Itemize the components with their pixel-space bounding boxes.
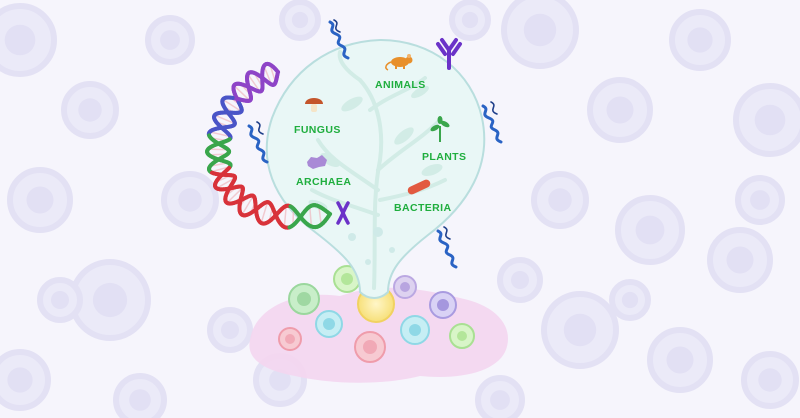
dna-base-pair xyxy=(226,187,244,204)
dna-base-pair xyxy=(260,201,269,224)
bacterium-icon xyxy=(407,179,431,195)
background-cell-nucleus xyxy=(51,291,69,309)
dna-base-pair xyxy=(318,206,322,225)
dna-base-pair xyxy=(241,195,254,216)
background-cell-nucleus xyxy=(758,368,782,392)
mushroom-icon xyxy=(305,98,323,112)
protein-icon-left xyxy=(247,121,269,164)
background-cell-nucleus xyxy=(26,186,54,214)
dna-base-pair xyxy=(209,131,231,138)
background-cell-nucleus xyxy=(635,215,665,245)
mouse-icon xyxy=(385,54,413,71)
protein-icon-bottom xyxy=(436,226,458,269)
cell-green-3 xyxy=(449,323,475,349)
background-cell-nucleus xyxy=(726,246,754,274)
cell-cyan-2 xyxy=(400,315,430,345)
dna-base-pair xyxy=(233,85,251,102)
background-cell-nucleus xyxy=(548,188,572,212)
label-plants: PLANTS xyxy=(422,151,466,163)
dna-base-pair xyxy=(283,205,287,228)
cell-purple-1 xyxy=(393,275,417,299)
background-cell-nucleus xyxy=(666,346,694,374)
dna-base-pair xyxy=(263,65,273,85)
protein-icon-top xyxy=(328,19,350,60)
background-cell-nucleus xyxy=(563,313,597,347)
cell-purple-2 xyxy=(429,291,457,319)
background-cell-nucleus xyxy=(7,367,33,393)
background-cell-nucleus xyxy=(490,390,510,410)
dna-base-pair xyxy=(216,177,236,189)
label-fungus: FUNGUS xyxy=(294,124,341,136)
background-cell-nucleus xyxy=(523,13,557,47)
antibody-icon xyxy=(436,38,462,70)
background-cell-nucleus xyxy=(750,190,770,210)
background-cell-nucleus xyxy=(92,282,128,318)
archaea-cell-icon xyxy=(307,155,327,169)
background-cell-nucleus xyxy=(129,389,151,411)
protein-icon-right xyxy=(481,101,503,144)
background-cell-nucleus xyxy=(687,27,713,53)
background-cell-nucleus xyxy=(621,291,639,309)
dna-base-pair xyxy=(214,114,236,125)
dna-base-pair xyxy=(247,73,261,92)
cell-pink-1 xyxy=(278,327,302,351)
dna-strand-b xyxy=(326,212,332,219)
chromosome-icon xyxy=(336,201,350,225)
label-animals: ANIMALS xyxy=(375,79,426,91)
label-archaea: ARCHAEA xyxy=(296,176,351,188)
background-cell-nucleus xyxy=(291,11,309,29)
background-cell-nucleus xyxy=(178,188,202,212)
dna-base-pair xyxy=(222,98,242,113)
dna-base-pair xyxy=(309,206,313,227)
cell-pink-2 xyxy=(354,331,386,363)
background-cell-nucleus xyxy=(511,271,529,289)
background-cell-nucleus xyxy=(160,30,180,50)
bubble-droplets xyxy=(348,227,395,265)
background-cell-nucleus xyxy=(78,98,102,122)
background-cell-nucleus xyxy=(606,96,634,124)
cell-green-1 xyxy=(288,283,320,315)
cell-cyan-1 xyxy=(315,310,343,338)
background-cell-nucleus xyxy=(754,104,786,136)
background-cell-nucleus xyxy=(221,321,239,339)
background-cell-nucleus xyxy=(4,24,36,56)
sprout-icon xyxy=(430,116,450,142)
dna-helix-icon xyxy=(205,61,332,230)
cell-cluster xyxy=(278,265,475,363)
label-bacteria: BACTERIA xyxy=(394,202,451,214)
background-cell-nucleus xyxy=(269,369,291,391)
background-cell-nucleus xyxy=(461,11,479,29)
